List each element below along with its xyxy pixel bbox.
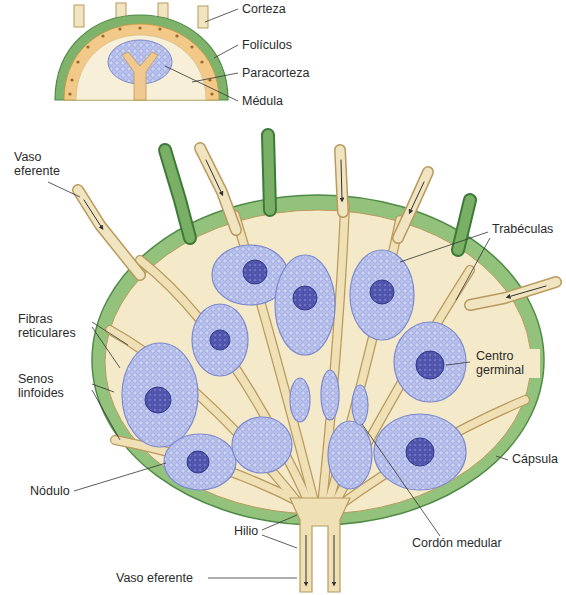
inset-follicles [64, 24, 219, 100]
part-label: Corteza [242, 2, 286, 16]
part-label: Folículos [242, 38, 292, 52]
part-label: Médula [242, 94, 283, 108]
part-label: Cordón medular [412, 536, 502, 550]
part-label: Hilio [234, 524, 258, 538]
inset-hilum [122, 52, 158, 100]
inset-vessel [74, 5, 84, 27]
germinal-centres [145, 260, 444, 473]
part-label: Nódulo [30, 484, 70, 498]
part-label: Vaso eferente [14, 150, 76, 179]
part-label: Senos linfoides [18, 372, 90, 401]
inset-vessel [198, 6, 208, 28]
lymphoid-sinus [105, 210, 531, 514]
hilum [290, 498, 350, 592]
capsule [92, 195, 544, 525]
leader-lines [48, 9, 508, 578]
inset-cortex [55, 15, 228, 100]
blood-vessels [165, 135, 470, 250]
lymphoid-nodules [122, 245, 466, 490]
inset-node [55, 3, 228, 100]
part-label: Centro germinal [474, 349, 540, 378]
part-label: Cápsula [512, 452, 558, 466]
part-label: Paracorteza [242, 66, 309, 80]
flow-arrows [306, 535, 334, 584]
part-label: Fibras reticulares [18, 312, 90, 341]
afferent-vessels [78, 148, 556, 305]
part-label: Vaso eferente [116, 571, 193, 585]
part-label: Trabéculas [492, 222, 553, 236]
inset-paracortex [76, 35, 206, 100]
